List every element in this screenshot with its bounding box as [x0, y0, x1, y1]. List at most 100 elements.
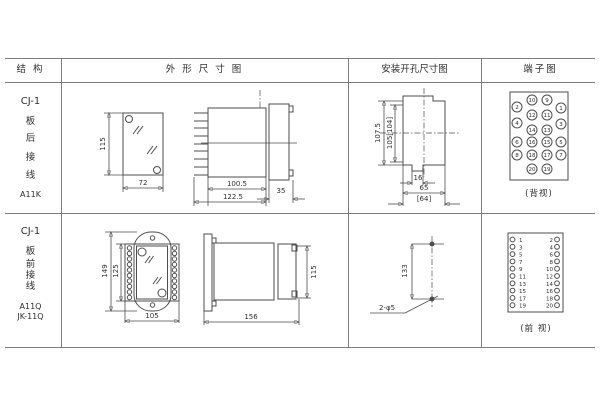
dim-body-100-5: 100.5	[227, 180, 247, 188]
terminal-number: 20	[546, 304, 553, 310]
terminal-number: 10	[529, 98, 536, 104]
row2-structure-char: 接	[25, 270, 36, 281]
terminal-number: 8	[550, 260, 554, 266]
terminal-number: 4	[515, 121, 519, 127]
relay-front-view: 149 125 105	[101, 231, 180, 323]
view-label-front: (前 视)	[520, 323, 551, 334]
terminal-number: 3	[559, 122, 563, 128]
terminal-number: 13	[519, 282, 526, 288]
terminal-number: 12	[529, 113, 536, 119]
terminal-number: 19	[519, 304, 526, 310]
row1-structure-char: 后	[25, 133, 36, 144]
header-structure: 结 构	[16, 64, 45, 75]
terminal-number: 15	[519, 289, 526, 295]
terminal-number: 9	[519, 267, 523, 273]
mounting-holes: 133 2-φ5	[370, 236, 444, 314]
drill-hole	[429, 241, 435, 247]
dim-notch-16: 16	[414, 174, 423, 182]
terminal-number: 2	[550, 238, 554, 244]
terminal-circles-rear: 10 12 14 16 18 20 9 11 13 15 17 19 2 4 6…	[511, 94, 567, 175]
terminal-pins	[194, 112, 208, 176]
table-column-divider-2	[348, 58, 349, 347]
leader-line	[404, 295, 439, 314]
dim-depth-156: 156	[244, 313, 258, 321]
row1-terminal-diagram: 10 12 14 16 18 20 9 11 13 15 17 19 2 4 6…	[509, 91, 569, 199]
table-column-divider-3	[481, 58, 482, 347]
terminal-number: 14	[529, 128, 536, 134]
terminal-number: 7	[519, 260, 523, 266]
terminal-number: 19	[544, 167, 551, 173]
hole-spec-label: 2-φ5	[379, 304, 395, 312]
terminal-number: 13	[544, 128, 551, 134]
dim-outer-h-149: 149	[101, 264, 109, 277]
terminal-number: 17	[544, 153, 551, 159]
relay-front-view: 115 72	[99, 112, 164, 192]
terminal-number: 16	[546, 289, 553, 295]
glass-hatch-mark	[152, 276, 162, 285]
table-column-divider-1	[61, 58, 62, 347]
row2-code-2: JK-11Q	[17, 312, 44, 321]
table-header-divider	[5, 82, 595, 83]
terminal-number: 20	[529, 167, 536, 173]
terminal-number: 7	[559, 153, 563, 159]
dim-panel-35: 35	[277, 187, 286, 195]
terminal-screw-column	[126, 245, 178, 301]
terminal-number: 2	[515, 105, 519, 111]
header-terminal: 端子图	[523, 64, 558, 75]
terminal-number: 10	[546, 267, 553, 273]
terminal-number: 17	[519, 296, 526, 302]
dim-width-65: 65	[420, 184, 429, 192]
terminal-number: 3	[519, 245, 523, 251]
table-row-divider	[5, 213, 595, 214]
dim-v-107-5: 107.5	[374, 123, 382, 143]
terminal-number: 12	[546, 275, 553, 281]
glass-hatch-mark	[144, 255, 154, 264]
terminal-block-outline	[509, 91, 569, 181]
terminal-number: 15	[544, 140, 551, 146]
row2-structure-char: 板	[25, 246, 36, 257]
row1-structure-char: 板	[25, 116, 36, 127]
terminal-number: 9	[545, 98, 549, 104]
terminal-number: 5	[519, 253, 523, 259]
terminal-number: 14	[546, 282, 553, 288]
dim-side-h-115: 115	[310, 265, 318, 278]
dim-spacing-133: 133	[401, 264, 409, 277]
terminal-number: 6	[550, 253, 554, 259]
terminal-number: 4	[550, 245, 554, 251]
dim-inner-h-125: 125	[112, 264, 120, 277]
dim-total-122-5: 122.5	[223, 193, 243, 201]
terminal-number: 11	[544, 113, 551, 119]
row1-structure-char: 接	[25, 152, 36, 163]
row1-structure-char: 线	[25, 170, 36, 181]
dim-width-105: 105	[145, 312, 158, 320]
terminal-number: 5	[559, 140, 563, 146]
header-outline: 外 形 尺 寸 图	[165, 64, 244, 75]
row2-code: A11Q	[19, 302, 42, 311]
row2-structure-char: 前	[25, 259, 36, 270]
terminal-number: 11	[519, 275, 526, 281]
relay-side-view: 100.5 122.5 35	[194, 90, 305, 206]
row1-mounting-drawing: 107.5 105[104] 16 65 [64]	[374, 88, 460, 213]
row2-structure-char: 线	[25, 281, 36, 292]
row2-mounting-drawing: 133 2-φ5	[370, 236, 444, 314]
dim-width-72: 72	[139, 179, 148, 187]
dim-width-64: [64]	[417, 195, 432, 203]
glass-hatch-mark	[132, 125, 144, 135]
terminal-number: 1	[519, 238, 523, 244]
view-label-rear: (背视)	[525, 188, 553, 199]
row1-outline-drawing: 115 72 100.5	[99, 90, 305, 206]
glass-hatch-mark	[146, 145, 158, 155]
dim-v-105-104: 105[104]	[386, 117, 394, 149]
dim-height-115: 115	[99, 137, 107, 150]
terminal-block-outline	[507, 232, 564, 313]
header-mounting: 安装开孔尺寸图	[381, 64, 448, 75]
terminal-number: 16	[529, 140, 536, 146]
terminal-number: 6	[515, 140, 519, 146]
row1-code: A11K	[20, 190, 41, 199]
row2-outline-drawing: 149 125 105 115 156	[101, 231, 318, 325]
relay-side-view: 115 156	[203, 233, 318, 325]
row1-model: CJ-1	[20, 96, 41, 107]
terminal-number: 8	[515, 153, 519, 159]
